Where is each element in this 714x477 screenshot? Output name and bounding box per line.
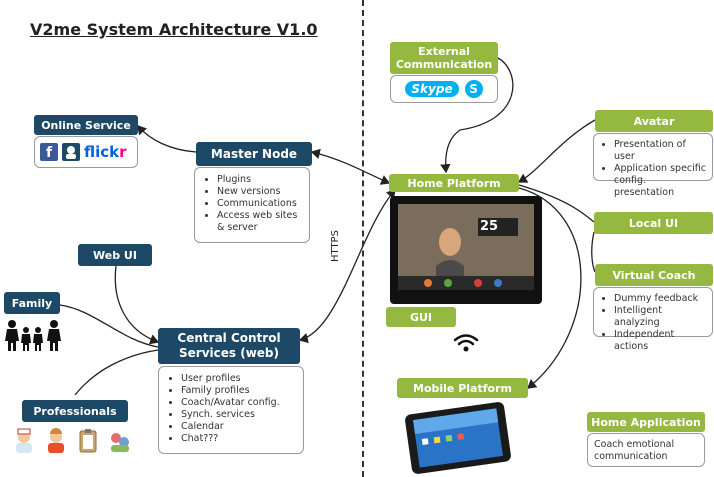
list-item: Access web sites & server [217,210,303,234]
tablet-icon [405,402,511,474]
list-item: Independent actions [614,329,706,353]
wifi-icon [453,334,479,352]
skype-icon: S [464,80,483,98]
family-label: Family [4,292,60,314]
local-ui-label: Local UI [594,212,713,234]
list-item: New versions [217,186,303,198]
list-item: Plugins [217,174,303,186]
line-home-localui [518,184,595,223]
central-control-panel: User profiles Family profiles Coach/Avat… [158,366,304,454]
list-item: Presentation of user [614,139,706,163]
virtual-coach-list: Dummy feedback Intelligent analyzing Ind… [594,288,712,353]
list-item: Coach/Avatar config. [181,397,297,409]
doctor-icon [48,428,64,453]
master-node-list: Plugins New versions Communications Acce… [195,168,309,234]
list-item: Dummy feedback [614,293,706,305]
list-item: Chat??? [181,433,297,445]
list-item: Calendar [181,421,297,433]
virtual-coach-label: Virtual Coach [595,264,713,286]
family-icon [5,320,61,351]
master-node-panel: Plugins New versions Communications Acce… [194,167,310,243]
monitor-icon: 25 [390,196,542,304]
avatar-face-icon [398,204,534,290]
https-label: HTTPS [330,230,341,262]
master-node-label: Master Node [196,142,312,166]
online-service-label: Online Service [34,115,138,135]
people-icon [111,433,129,452]
professionals-icons [12,428,142,456]
screen-clock: 25 [480,219,499,234]
list-item: Intelligent analyzing [614,305,706,329]
home-application-panel: Coach emotional communication [587,433,705,467]
divider-line [362,0,364,477]
gui-label: GUI [386,307,456,327]
mobile-platform-label: Mobile Platform [397,378,528,398]
home-platform-label: Home Platform [389,174,519,192]
central-control-list: User profiles Family profiles Coach/Avat… [159,367,303,445]
professionals-label: Professionals [22,400,128,422]
line-prof-central [74,349,159,396]
list-item: Communications [217,198,303,210]
online-service-logos: f flickr [34,136,138,168]
line-avatar-home [517,119,596,183]
list-item: Family profiles [181,385,297,397]
flickr-logo: flickr [84,143,127,161]
central-control-label: Central Control Services (web) [158,328,300,364]
home-application-text: Coach emotional communication [594,439,675,462]
line-localui-coach [591,231,596,273]
nurse-icon [16,428,32,453]
home-application-label: Home Application [587,412,705,432]
external-communication-label: External Communication [390,42,498,74]
monitor-screen: 25 [398,204,534,290]
line-family-central [59,304,159,348]
myspace-icon [62,143,80,161]
list-item: User profiles [181,373,297,385]
line-webui-central [114,265,160,345]
avatar-panel: Presentation of user Application specifi… [593,133,713,198]
clipboard-icon [79,429,97,453]
page-title: V2me System Architecture V1.0 [30,20,318,39]
external-communication-logos: Skype S [390,75,498,103]
line-master-online [137,125,197,153]
list-item: Application specific config. presentatio… [614,163,706,199]
line-central-home [298,189,396,344]
line-external-home [440,57,514,174]
list-item: Synch. services [181,409,297,421]
web-ui-label: Web UI [78,244,152,266]
virtual-coach-panel: Dummy feedback Intelligent analyzing Ind… [593,287,713,352]
line-master-home [310,148,391,185]
skype-logo: Skype [405,81,459,97]
line-home-mobile [518,187,582,389]
avatar-list: Presentation of user Application specifi… [594,134,712,199]
facebook-icon: f [40,143,58,161]
avatar-label: Avatar [595,110,713,132]
